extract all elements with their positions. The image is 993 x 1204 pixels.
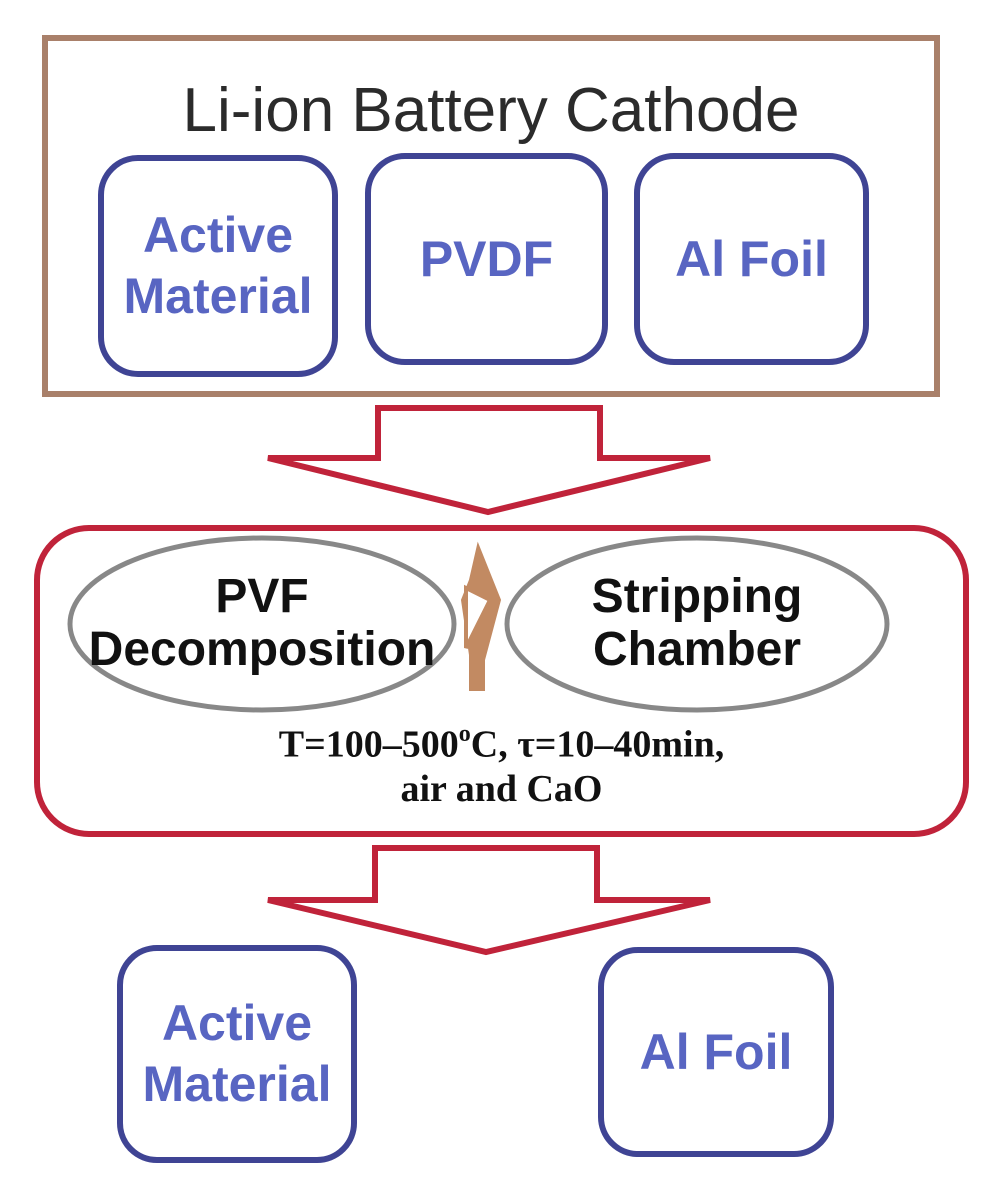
component-box-pvdf: PVDF — [365, 153, 608, 365]
down-arrow-top — [267, 405, 711, 516]
down-arrow-bottom — [267, 845, 711, 956]
component-label: PVDF — [419, 230, 554, 287]
component-label-line1: Active — [142, 207, 294, 263]
component-box-active-material: Active Material — [98, 155, 338, 377]
step-stripping-chamber: Stripping Chamber — [507, 565, 887, 683]
process-conditions: T=100–500oC, τ=10–40min, air and CaO — [34, 721, 969, 812]
ellipse-stripping-chamber — [504, 535, 890, 713]
step-label-line1: PVF — [215, 570, 309, 624]
output-label-line1: Active — [161, 995, 313, 1051]
conditions-line2: air and CaO — [400, 768, 603, 811]
step-pvf-decomposition: PVF Decomposition — [70, 565, 454, 683]
output-label-line2: Material — [142, 1056, 332, 1112]
component-label: Al Foil — [675, 230, 828, 287]
output-box-al-foil: Al Foil — [598, 947, 834, 1157]
output-box-active-material: Active Material — [117, 945, 357, 1163]
output-label: Al Foil — [639, 1023, 793, 1080]
component-box-al-foil: Al Foil — [634, 153, 869, 365]
step-label-line2: Decomposition — [88, 623, 436, 676]
cathode-title: Li-ion Battery Cathode — [182, 76, 800, 145]
component-label-line2: Material — [123, 268, 313, 324]
conditions-line1: T=100–500oC, τ=10–40min, — [278, 721, 725, 766]
step-label-line2: Chamber — [592, 623, 802, 676]
cathode-frame — [42, 35, 940, 397]
process-frame — [34, 525, 969, 837]
step-label-line1: Stripping — [591, 570, 803, 624]
ellipse-pvf-decomposition — [67, 535, 457, 713]
